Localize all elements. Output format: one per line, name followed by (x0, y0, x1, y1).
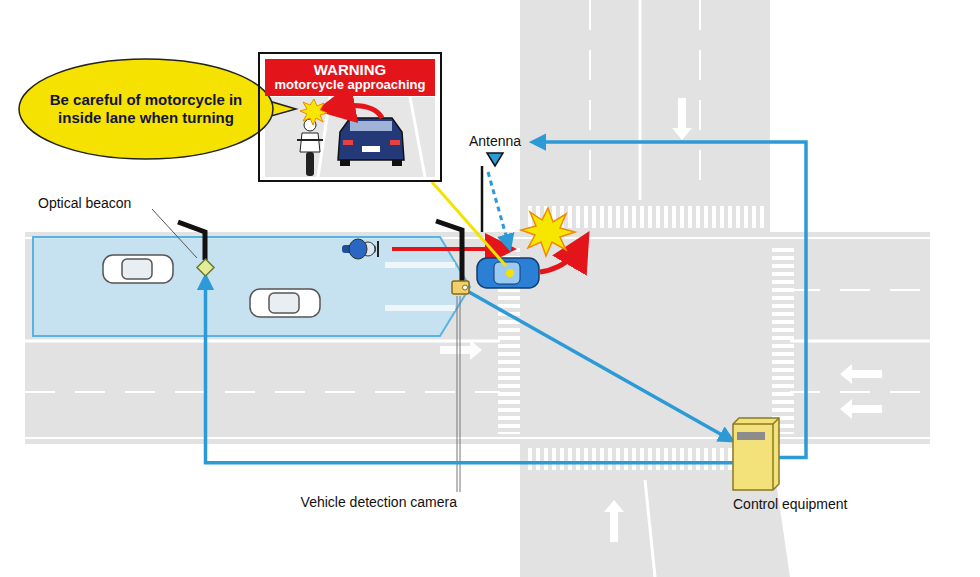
node-camera: Vehicle detection camera (452, 281, 469, 294)
device-label-text: Optical beacon (38, 195, 131, 211)
callout-text: Be careful of motorcycle in inside lane … (38, 91, 254, 127)
device-label-text: Control equipment (733, 496, 847, 512)
bubble-text: Be careful of motorcycle in inside lane … (38, 91, 254, 127)
warning-message: motorcycle approaching (269, 78, 431, 93)
beacon-diamond (197, 259, 214, 276)
device-label: Antenna (469, 133, 521, 149)
node-panel: WARNINGmotorcycle approaching (258, 52, 442, 182)
beacon-symbol (197, 259, 214, 276)
bubble-join (243, 97, 250, 117)
warning-title: WARNING (269, 61, 431, 78)
device-label: Vehicle detection camera (301, 494, 457, 510)
bubble-outline (19, 59, 273, 159)
device-label: Optical beacon (38, 195, 131, 211)
node-beacon: Optical beacon (197, 259, 214, 276)
camera-symbol (452, 281, 469, 294)
device-label-text: Antenna (469, 133, 521, 149)
signal-connector (534, 142, 806, 458)
signal-connector (469, 292, 731, 440)
signal-connector (206, 278, 734, 463)
camera-body (452, 281, 469, 294)
antenna-triangle (487, 153, 503, 166)
node-bubble: Be careful of motorcycle in inside lane … (18, 58, 274, 160)
cabinet-symbol (733, 418, 779, 490)
node-cabinet: Control equipment (733, 418, 779, 490)
camera-lens (463, 285, 468, 290)
cabinet-edge (733, 418, 779, 490)
cabinet-body (733, 418, 779, 490)
device-label-text: Vehicle detection camera (301, 494, 457, 510)
warning-header: WARNINGmotorcycle approaching (265, 59, 435, 96)
device-label: Control equipment (733, 496, 847, 512)
cabinet-slot (737, 432, 765, 440)
node-antenna: Antenna (460, 133, 530, 167)
